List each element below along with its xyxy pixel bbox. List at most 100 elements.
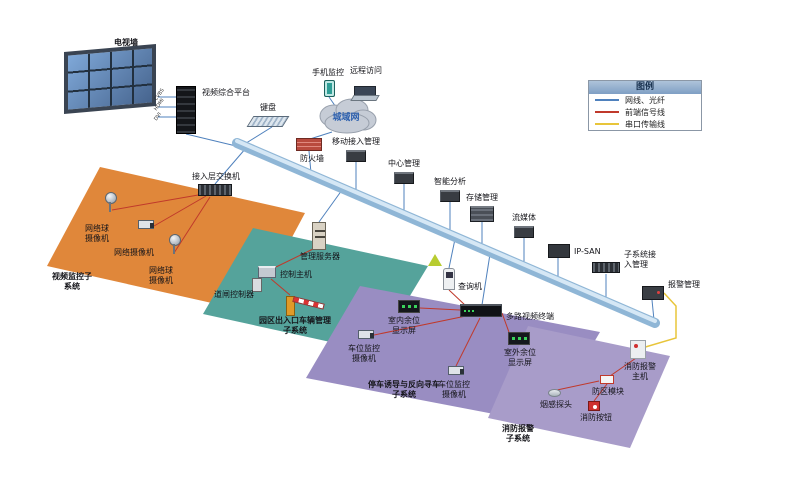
remote-access-label: 远程访问 <box>350 66 382 75</box>
display-text <box>402 305 417 308</box>
management-server-label: 管理服务器 <box>300 252 340 261</box>
region-fire-alarm <box>488 326 670 448</box>
center-mgmt-server <box>394 172 414 184</box>
smoke-detector-icon <box>548 389 561 397</box>
gate-controller-label: 道闸控制器 <box>214 290 254 299</box>
fire-button-icon <box>588 401 600 411</box>
box-camera-icon <box>138 220 154 229</box>
intelligent-analysis-server <box>440 190 460 202</box>
video-platform-rack <box>176 86 196 134</box>
indoor-display-icon <box>398 300 420 313</box>
fire-button-label: 消防按钮 <box>580 413 612 422</box>
fire-host-led <box>634 344 638 348</box>
video-platform-label: 视频综合平台 <box>202 88 250 97</box>
storage-mgmt-label: 存储管理 <box>466 193 498 202</box>
intelligent-analysis-label: 智能分析 <box>434 177 466 186</box>
metropolitan-network-cloud: 城域网 <box>314 102 378 136</box>
keyboard-label: 键盘 <box>260 103 276 112</box>
alarm-mgmt-device <box>642 286 664 300</box>
legend-item-front: 前端信号线 <box>589 106 701 118</box>
subsystem-access-label: 子系统接入管理 <box>624 250 656 269</box>
tv-wall-label: 电视墙 <box>114 38 138 47</box>
fire-alarm-host-label: 消防报警主机 <box>624 362 656 381</box>
region-vehicle-label: 园区出入口车辆管理子系统 <box>259 316 331 335</box>
legend: 图例 网线、光纤 前端信号线 串口传输线 <box>588 80 702 131</box>
dome-pole <box>173 244 175 254</box>
zone-module-label: 防区模块 <box>592 387 624 396</box>
man-label: 城域网 <box>332 113 360 123</box>
region-parking-label: 停车诱导与反向寻车子系统 <box>368 380 440 399</box>
parking-camera-2-icon <box>448 366 464 375</box>
barrier-post <box>286 296 295 316</box>
barrier-gate-icon <box>286 294 326 316</box>
mobile-access-server <box>346 150 366 162</box>
legend-label-serial: 串口传输线 <box>625 119 665 129</box>
firewall-icon <box>296 138 322 151</box>
smoke-detector-label: 烟感探头 <box>540 400 572 409</box>
mobile-access-label: 移动接入管理 <box>332 137 380 146</box>
fire-button-center <box>593 405 597 409</box>
region-video-label: 视频监控子系统 <box>52 272 92 291</box>
tv-wall <box>64 43 156 115</box>
control-host-icon <box>258 266 276 278</box>
legend-title: 图例 <box>589 81 701 94</box>
dome-camera-2-icon <box>168 234 181 254</box>
access-switch-label: 接入层交换机 <box>192 172 240 181</box>
indoor-display-label: 室内余位显示屏 <box>388 316 420 335</box>
dome-camera-1-icon <box>104 192 117 212</box>
legend-label-network: 网线、光纤 <box>625 95 665 105</box>
ip-san-device <box>548 244 570 258</box>
dome-camera-1-label: 网络球摄像机 <box>85 224 109 243</box>
legend-label-front: 前端信号线 <box>625 107 665 117</box>
alarm-led <box>657 291 660 294</box>
legend-item-network: 网线、光纤 <box>589 94 701 106</box>
multi-video-terminal-icon <box>460 304 502 317</box>
mobile-phone-icon <box>324 80 335 97</box>
legend-item-serial: 串口传输线 <box>589 118 701 130</box>
management-server-tower <box>312 222 326 250</box>
region-fire-label: 消防报警子系统 <box>502 424 534 443</box>
serial-lines <box>641 292 677 349</box>
camera-lens <box>150 223 154 228</box>
laptop-icon <box>350 86 380 101</box>
legend-swatch-network <box>595 99 619 101</box>
fire-alarm-host-icon <box>630 340 646 359</box>
display-text <box>512 337 527 340</box>
dome-camera-2-label: 网络球摄像机 <box>149 266 173 285</box>
mobile-monitor-label: 手机监控 <box>312 68 344 77</box>
control-host-label: 控制主机 <box>280 270 312 279</box>
zone-module-icon <box>600 375 614 384</box>
multi-video-terminal-label: 多路视频终端 <box>506 312 554 321</box>
backbone-pipe <box>232 138 660 328</box>
barrier-arm <box>292 296 325 310</box>
laptop-base <box>350 95 380 101</box>
streaming-label: 流媒体 <box>512 213 536 222</box>
cloud-shape <box>319 98 377 134</box>
box-camera-label: 网络摄像机 <box>114 248 154 257</box>
query-kiosk-icon <box>443 268 455 290</box>
parking-camera-2-label: 车位监控摄像机 <box>438 380 470 399</box>
keyboard-icon <box>246 116 290 127</box>
legend-swatch-serial <box>595 123 619 125</box>
gate-controller-icon <box>252 278 262 292</box>
legend-swatch-front <box>595 111 619 113</box>
outdoor-display-label: 室外余位显示屏 <box>504 348 536 367</box>
streaming-server <box>514 226 534 238</box>
dome-ball <box>169 234 181 246</box>
storage-array <box>470 206 494 222</box>
dome-pole <box>109 202 111 212</box>
access-layer-switch <box>198 184 232 196</box>
query-kiosk-label: 查询机 <box>458 282 482 291</box>
subsystem-regions <box>47 167 670 448</box>
warning-triangle-icon <box>428 254 442 266</box>
center-mgmt-label: 中心管理 <box>388 159 420 168</box>
alarm-mgmt-label: 报警管理 <box>668 280 700 289</box>
dome-ball <box>105 192 117 204</box>
camera-lens <box>370 333 374 338</box>
outdoor-display-icon <box>508 332 530 345</box>
terminal-leds <box>464 310 476 312</box>
ip-san-label: IP-SAN <box>574 247 601 256</box>
front-signal-lines <box>111 193 637 402</box>
